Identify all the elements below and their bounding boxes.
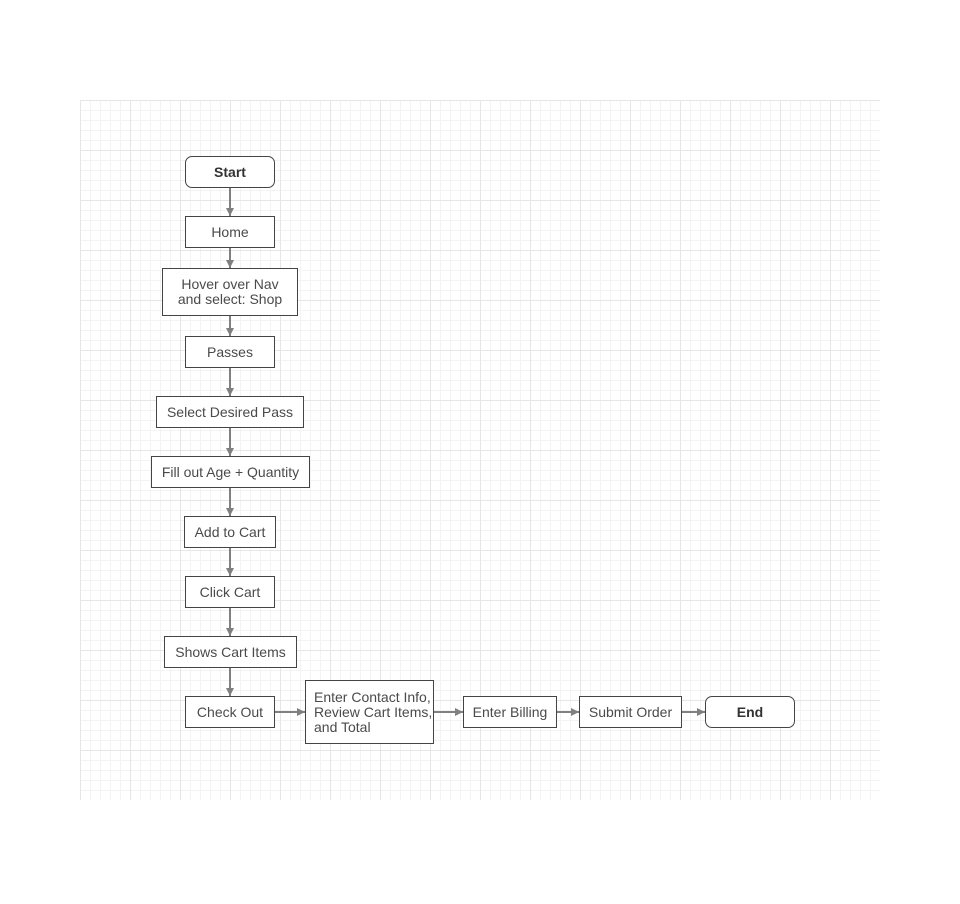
- arrow-fill-to-add: [226, 488, 234, 516]
- arrow-submit-to-end: [682, 708, 705, 716]
- node-shows-cart[interactable]: Shows Cart Items: [164, 636, 297, 668]
- node-hover-nav[interactable]: Hover over Nav and select: Shop: [162, 268, 298, 316]
- node-passes[interactable]: Passes: [185, 336, 275, 368]
- arrow-shows-to-checkout: [226, 668, 234, 696]
- node-enter-billing[interactable]: Enter Billing: [463, 696, 557, 728]
- node-click-cart[interactable]: Click Cart: [185, 576, 275, 608]
- node-home[interactable]: Home: [185, 216, 275, 248]
- node-start[interactable]: Start: [185, 156, 275, 188]
- node-submit-order[interactable]: Submit Order: [579, 696, 682, 728]
- node-fill-out[interactable]: Fill out Age + Quantity: [151, 456, 310, 488]
- arrow-click-to-shows: [226, 608, 234, 636]
- arrow-contact-to-billing: [434, 708, 463, 716]
- node-add-to-cart[interactable]: Add to Cart: [184, 516, 276, 548]
- arrow-home-to-hover: [226, 248, 234, 268]
- node-select-pass[interactable]: Select Desired Pass: [156, 396, 304, 428]
- node-check-out[interactable]: Check Out: [185, 696, 275, 728]
- arrow-passes-to-select: [226, 368, 234, 396]
- arrow-billing-to-submit: [557, 708, 579, 716]
- arrow-select-to-fill: [226, 428, 234, 456]
- node-enter-contact[interactable]: Enter Contact Info, Review Cart Items, a…: [305, 680, 434, 744]
- node-end[interactable]: End: [705, 696, 795, 728]
- arrow-start-to-home: [226, 188, 234, 216]
- arrow-checkout-to-contact: [275, 708, 305, 716]
- arrow-add-to-click: [226, 548, 234, 576]
- arrow-hover-to-passes: [226, 316, 234, 336]
